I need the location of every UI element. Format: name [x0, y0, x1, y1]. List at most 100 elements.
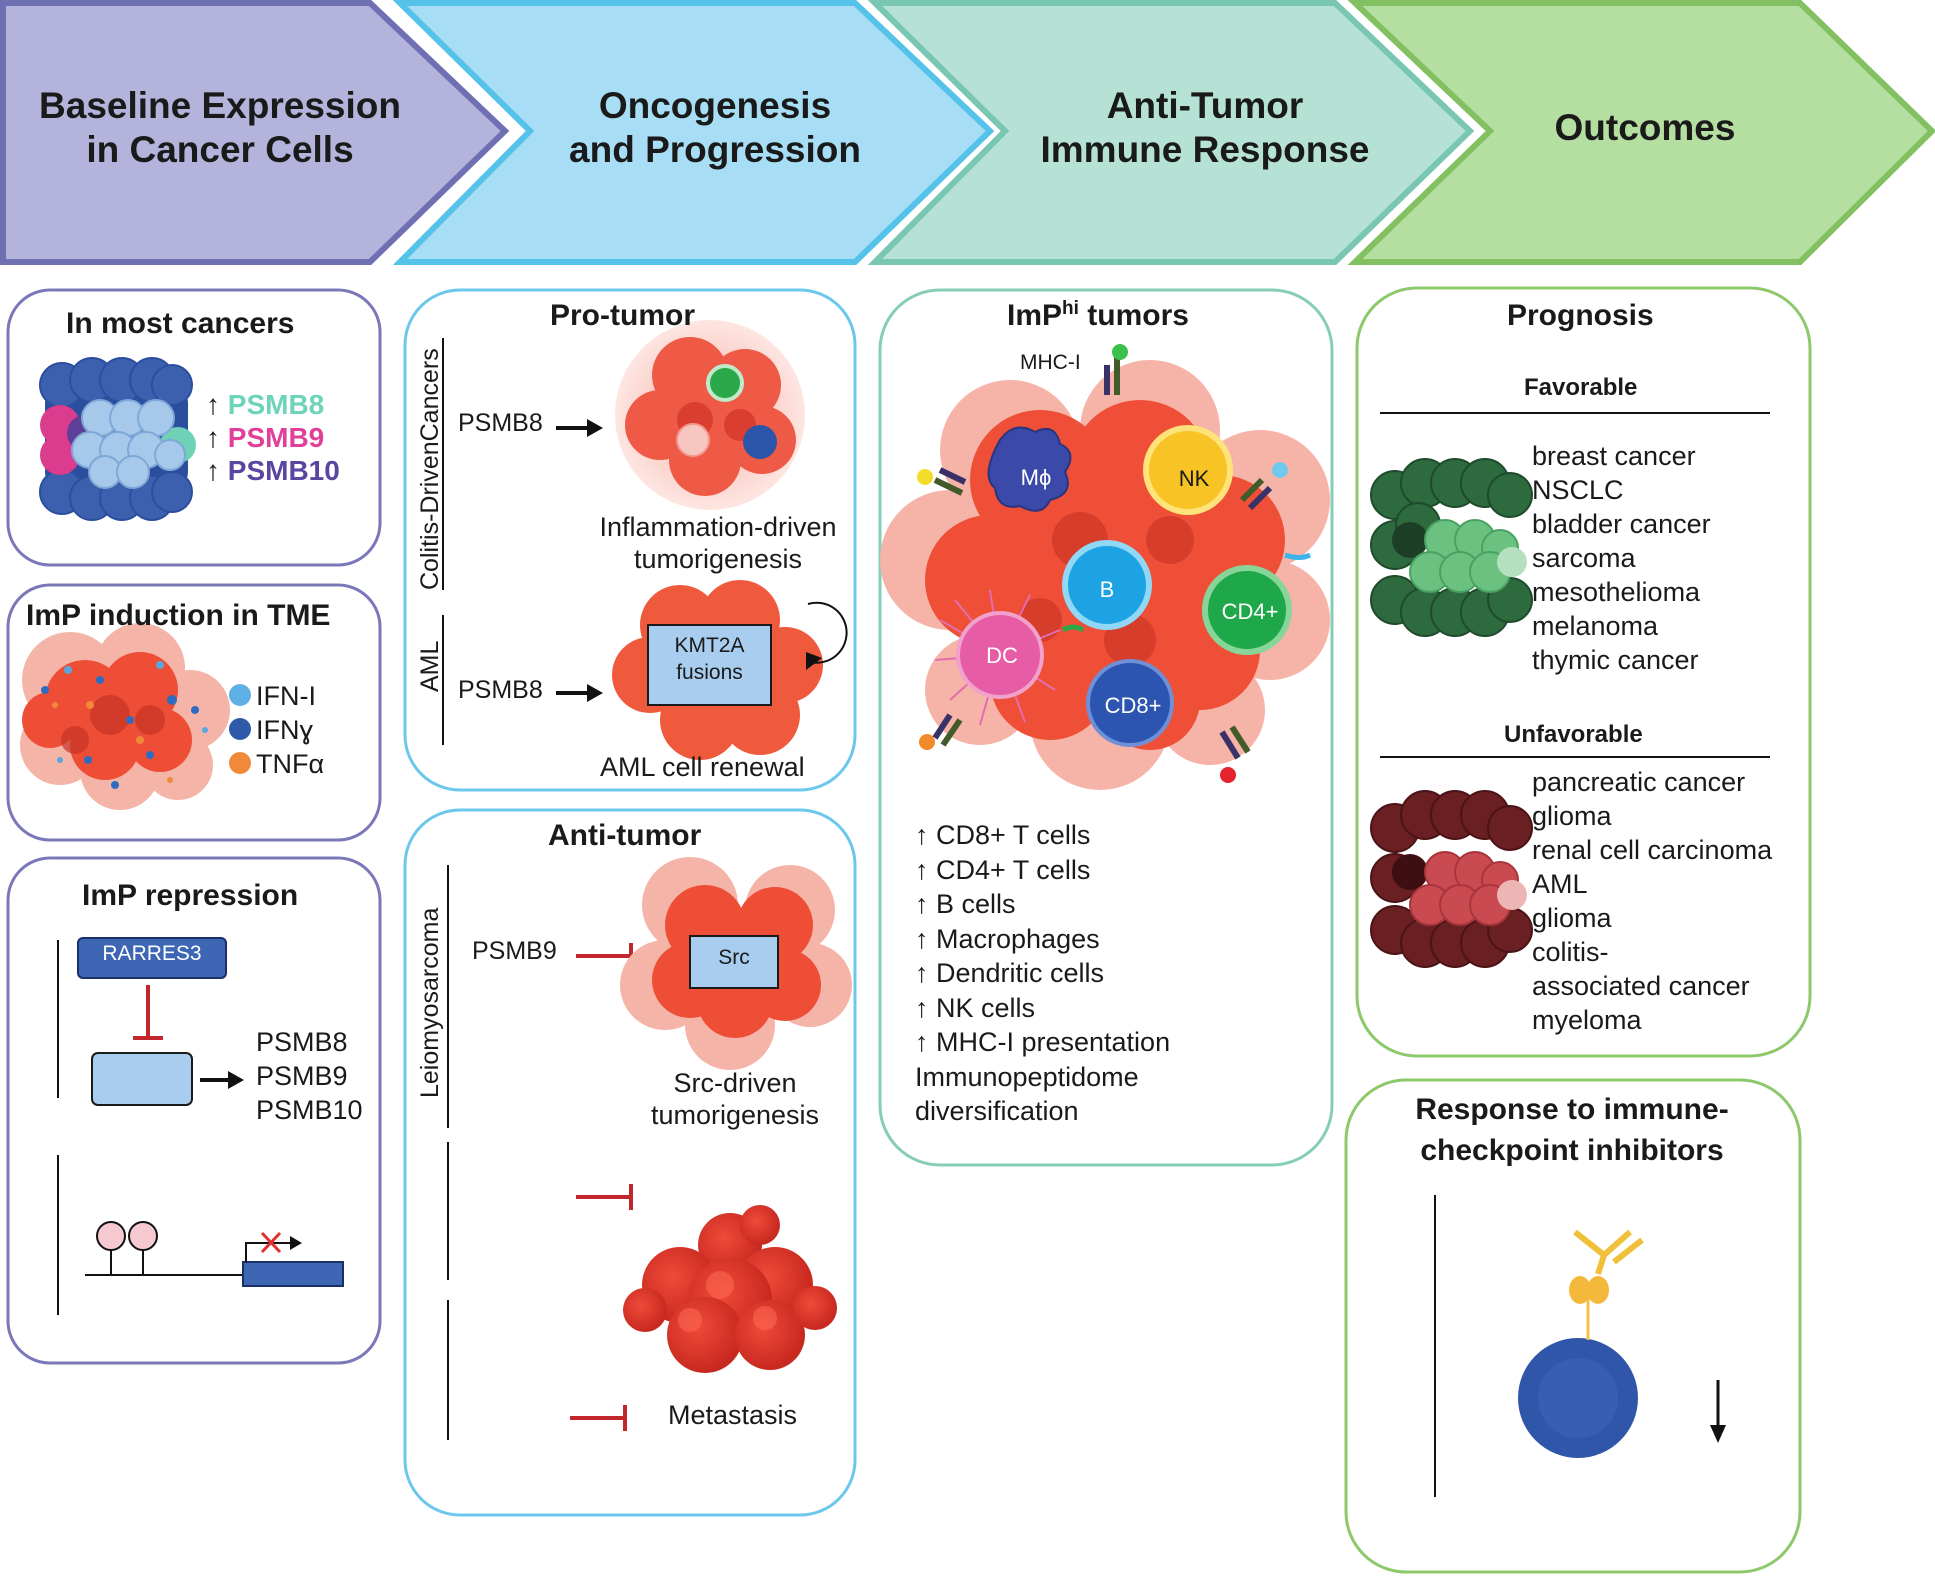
- imphi-title-rest: tumors: [1078, 299, 1189, 332]
- anti-tumor-graphics: [447, 857, 852, 1440]
- header-title-oncogenesis: Oncogenesis and Progression: [515, 84, 915, 171]
- panel-imp-induction: [6, 583, 382, 842]
- panel-ici: [1344, 1078, 1802, 1574]
- repressed-gene-list: PSMB8 PSMB9 PSMB10: [256, 1026, 363, 1127]
- label-aml: AML: [416, 640, 444, 692]
- repressed-psmb8: PSMB8: [256, 1027, 348, 1057]
- inflammation-line2: tumorigenesis: [633, 543, 803, 574]
- unfavorable-item: colitis-: [1532, 937, 1609, 968]
- header-arrow-3: [867, 0, 1475, 265]
- most-cancers-title: In most cancers: [66, 307, 295, 340]
- cell-b: B: [1099, 577, 1115, 602]
- repressed-psmb9: PSMB9: [256, 1060, 348, 1091]
- unfavorable-list: pancreatic cancer glioma renal cell carc…: [1532, 765, 1772, 1037]
- header-baseline-line2: in Cancer Cells: [86, 128, 354, 170]
- header-arrow-1: [0, 0, 510, 265]
- label-colitis-driven-cancers: Colitis-DrivenCancers: [416, 348, 444, 590]
- favorable-item: bladder cancer: [1532, 509, 1711, 540]
- cell-cd4: CD4+: [1221, 599, 1279, 624]
- favorable-item: sarcoma: [1532, 543, 1636, 574]
- cell-dc: DC: [986, 643, 1018, 668]
- psmb8-label-aml: PSMB8: [458, 676, 543, 704]
- rarres3-label: RARRES3: [102, 942, 202, 965]
- ici-title-line2: checkpoint inhibitors: [1420, 1133, 1724, 1167]
- header-arrow-4: [1347, 0, 1935, 265]
- effect-macrophages: ↑ Macrophages: [915, 923, 1100, 954]
- panel-anti-tumor: [403, 808, 857, 1517]
- header-oncogenesis-line2: and Progression: [569, 128, 861, 170]
- src-box-label: Src: [718, 946, 750, 969]
- cell-macrophage: Mϕ: [1020, 465, 1052, 490]
- unfavorable-item: AML: [1532, 869, 1588, 900]
- unfavorable-item: associated cancer: [1532, 971, 1750, 1002]
- cytokine-ifn-gamma: IFNɣ: [256, 715, 314, 745]
- prognosis-title: Prognosis: [1507, 299, 1654, 332]
- unfavorable-item: glioma: [1532, 801, 1612, 832]
- effect-mhc-presentation: ↑ MHC-I presentation: [915, 1027, 1171, 1058]
- cytokine-tnf-alpha: TNFα: [256, 749, 325, 779]
- imphi-tumor-graphics: [880, 344, 1330, 790]
- immune-effects-list: ↑ CD8+ T cells ↑ CD4+ T cells ↑ B cells …: [915, 818, 1170, 1129]
- header-immune-line2: Immune Response: [1040, 128, 1370, 170]
- favorable-item: thymic cancer: [1532, 645, 1699, 676]
- src-driven-line1: Src-driven: [673, 1068, 797, 1098]
- effect-nk: ↑ NK cells: [915, 992, 1036, 1023]
- up-arrow-psmb8: ↑: [206, 389, 220, 420]
- header-title-immune: Anti-Tumor Immune Response: [1005, 84, 1405, 171]
- unfavorable-title: Unfavorable: [1504, 721, 1643, 748]
- unfavorable-item: glioma: [1532, 903, 1612, 934]
- effect-diversification: diversification: [915, 1096, 1079, 1127]
- proteasome-icon: [39, 357, 196, 521]
- header-immune-line1: Anti-Tumor: [1106, 85, 1304, 126]
- anti-tumor-title: Anti-tumor: [548, 819, 702, 852]
- header-title-baseline: Baseline Expression in Cancer Cells: [20, 84, 420, 171]
- kmt2a-fusions-box: KMT2A fusions: [648, 632, 771, 687]
- inflammation-driven-label: Inflammation-driven tumorigenesis: [582, 512, 854, 576]
- src-driven-label: Src-driven tumorigenesis: [610, 1068, 860, 1132]
- imphi-title-sup: hi: [1062, 298, 1079, 319]
- unfavorable-item: myeloma: [1532, 1005, 1642, 1036]
- gene-psmb9: PSMB9: [227, 422, 325, 454]
- unfavorable-item: renal cell carcinoma: [1532, 835, 1773, 866]
- header-outcomes-line1: Outcomes: [1554, 107, 1736, 148]
- inflammation-line1: Inflammation-driven: [599, 512, 837, 542]
- repressed-psmb10: PSMB10: [256, 1094, 363, 1125]
- up-arrow-psmb10: ↑: [206, 455, 220, 487]
- cytokine-legend-dots: [229, 684, 251, 774]
- imp-repression-title: ImP repression: [82, 879, 299, 912]
- cell-nk: NK: [1178, 466, 1210, 491]
- psmb8-label-colitis: PSMB8: [458, 409, 543, 437]
- favorable-list: breast cancer NSCLC bladder cancer sarco…: [1532, 439, 1711, 677]
- favorable-item: NSCLC: [1532, 475, 1624, 506]
- src-driven-line2: tumorigenesis: [650, 1099, 820, 1130]
- cell-cd8: CD8+: [1104, 693, 1162, 718]
- label-leiomyosarcoma: Leiomyosarcoma: [416, 907, 444, 1098]
- imp-induction-title: ImP induction in TME: [26, 599, 331, 632]
- favorable-item: melanoma: [1532, 611, 1659, 642]
- favorable-title: Favorable: [1524, 374, 1638, 401]
- effect-immunopeptidome: Immunopeptidome: [915, 1061, 1139, 1092]
- effect-cd8: ↑ CD8+ T cells: [915, 820, 1091, 850]
- imphi-tumors-title: ImPhi tumors: [1007, 298, 1189, 333]
- gene-psmb10: PSMB10: [227, 455, 340, 487]
- header-title-outcomes: Outcomes: [1445, 106, 1845, 150]
- ici-title: Response to immune- checkpoint inhibitor…: [1372, 1090, 1772, 1171]
- panel-imphi: [878, 288, 1334, 1167]
- aml-cell-renewal-label: AML cell renewal: [600, 752, 805, 782]
- unfavorable-item: pancreatic cancer: [1532, 767, 1746, 797]
- header-oncogenesis-line1: Oncogenesis: [598, 85, 832, 126]
- pro-tumor-title: Pro-tumor: [550, 299, 695, 332]
- kmt2a-line1: KMT2A: [674, 634, 745, 657]
- ici-title-line1: Response to immune-: [1415, 1093, 1729, 1126]
- imphi-title-main: ImP: [1007, 299, 1063, 332]
- header-baseline-line1: Baseline Expression: [39, 85, 401, 126]
- panel-imp-repression: [6, 856, 382, 1365]
- panel-pro-tumor: [403, 288, 857, 792]
- kmt2a-line2: fusions: [676, 661, 743, 685]
- tme-tumor-icon: [20, 623, 230, 810]
- pro-tumor-graphics: [442, 320, 848, 760]
- psmb9-label: PSMB9: [472, 937, 557, 965]
- ici-graphics: [1434, 1195, 1726, 1497]
